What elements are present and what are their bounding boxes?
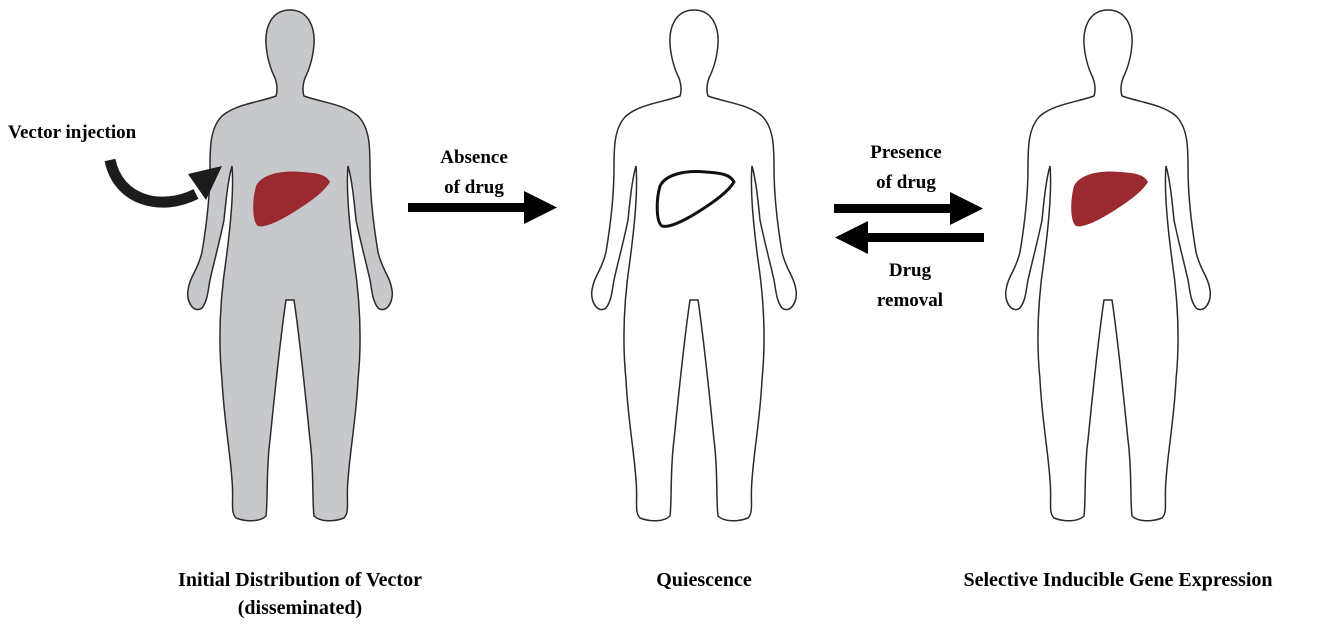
human-body-silhouette bbox=[592, 10, 797, 521]
human-body-silhouette bbox=[1006, 10, 1211, 521]
removal-arrow bbox=[835, 221, 984, 254]
figure-initial bbox=[188, 10, 393, 521]
caption-induced: Selective Inducible Gene Expression bbox=[963, 569, 1272, 591]
removal-label-line2: removal bbox=[877, 290, 943, 311]
presence-label-line1: Presence bbox=[870, 142, 941, 163]
absence-label-line1: Absence bbox=[440, 147, 508, 168]
caption-quiescence: Quiescence bbox=[656, 569, 752, 591]
caption-initial: Initial Distribution of Vector bbox=[178, 569, 422, 591]
caption-initial-sub: (disseminated) bbox=[238, 597, 362, 619]
figure-quiescence bbox=[592, 10, 797, 521]
absence-label-line2: of drug bbox=[444, 177, 504, 198]
injection-label: Vector injection bbox=[8, 122, 137, 143]
presence-label-line2: of drug bbox=[876, 172, 936, 193]
injection-arrow bbox=[110, 160, 222, 202]
figure-induced bbox=[1006, 10, 1211, 521]
removal-label-line1: Drug bbox=[889, 260, 932, 281]
presence-arrow bbox=[834, 192, 983, 225]
human-body-silhouette bbox=[188, 10, 393, 521]
